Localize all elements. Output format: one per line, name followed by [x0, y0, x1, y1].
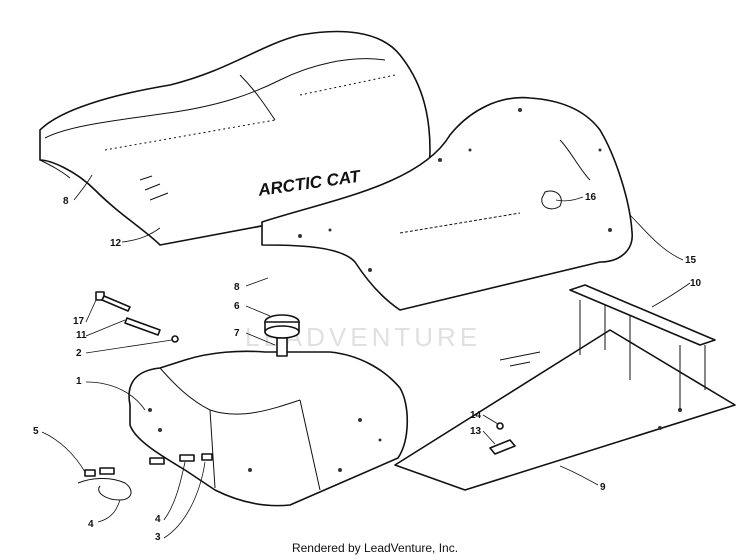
- fuel-cap: [264, 314, 300, 357]
- callout-4-fitting: 4: [155, 514, 161, 525]
- callout-1: 1: [76, 376, 82, 387]
- callout-5: 5: [33, 426, 39, 437]
- base-plate: [394, 329, 736, 491]
- callout-15: 15: [685, 255, 697, 266]
- callout-10: 9: [600, 482, 606, 493]
- callout-14: 14: [470, 410, 482, 421]
- callout-6: 6: [234, 301, 240, 312]
- plate-hardware: [489, 422, 516, 455]
- leader-lines: [41, 174, 691, 539]
- seat-cover: ARCTIC CAT: [39, 30, 431, 246]
- seat-base: [261, 96, 633, 311]
- callout-12: 12: [110, 238, 122, 249]
- callout-8-cover: 8: [63, 196, 69, 207]
- callout-16: 16: [585, 192, 597, 203]
- callout-3: 3: [155, 532, 161, 543]
- callout-9: 11: [76, 330, 87, 341]
- callout-11: 10: [690, 278, 702, 289]
- callout-8-base: 8: [234, 282, 240, 293]
- fuel-line: [77, 453, 213, 501]
- callout-2: 2: [76, 348, 82, 359]
- fuel-tank: [128, 350, 409, 507]
- seat-bracket: [569, 284, 716, 410]
- vent-fittings: [95, 291, 179, 343]
- footer-credit: Rendered by LeadVenture, Inc.: [291, 541, 459, 555]
- callout-4-line: 4: [88, 519, 94, 530]
- callout-labels: 17 11 2 1 5 4 4 3 6 7 8 8 12 10 15 16 9 …: [33, 192, 702, 543]
- callout-13: 13: [470, 426, 482, 437]
- callout-17: 17: [73, 316, 85, 327]
- callout-7: 7: [234, 328, 240, 339]
